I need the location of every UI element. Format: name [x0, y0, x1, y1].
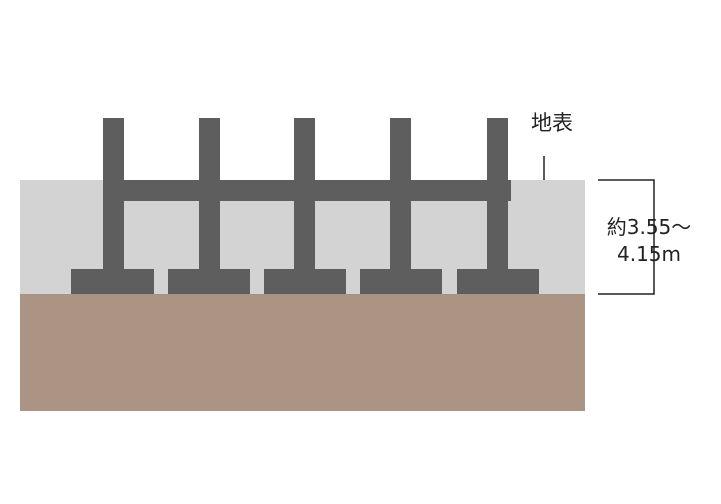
foundation-column-3: [294, 118, 315, 272]
depth-range-line-2: 4.15m: [616, 242, 681, 266]
foundation-footing-5: [457, 269, 539, 294]
foundation-footing-4: [360, 269, 442, 294]
foundation-column-2: [199, 118, 220, 272]
ground-surface-text: 地表: [531, 111, 573, 135]
foundation-column-4: [390, 118, 411, 272]
foundation-footing-3: [264, 269, 346, 294]
foundation-structure: [71, 118, 539, 294]
ground-surface-label: 地表: [531, 111, 573, 136]
foundation-column-5: [487, 118, 508, 272]
depth-range-label: 約3.55～ 4.15m: [594, 214, 704, 268]
foundation-footing-1: [71, 269, 154, 294]
depth-dimension-bracket: [598, 179, 655, 295]
foundation-column-1: [103, 118, 124, 272]
foundation-footing-2: [168, 269, 250, 294]
soil-layer: [20, 294, 585, 411]
depth-range-line-1: 約3.55～: [606, 215, 692, 239]
